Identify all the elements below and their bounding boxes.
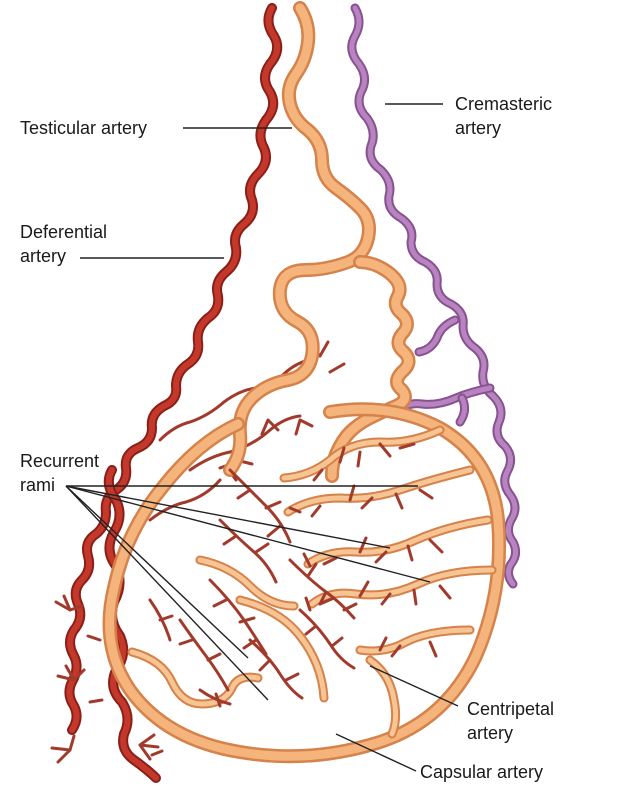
leader-centripetal bbox=[369, 665, 459, 707]
testicular-artery bbox=[102, 1, 507, 764]
label-cremasteric-artery: Cremasteric artery bbox=[455, 94, 553, 138]
label-recurrent-rami: Recurrent rami bbox=[20, 451, 100, 495]
leader-lines bbox=[65, 103, 459, 772]
label-testicular-artery: Testicular artery bbox=[20, 118, 148, 138]
centripetal-arteries bbox=[148, 425, 497, 708]
cord-branches bbox=[50, 340, 346, 764]
leader-recurrent bbox=[65, 485, 431, 701]
cremasteric-artery bbox=[347, 3, 521, 589]
label-deferential-artery: Deferential artery bbox=[20, 222, 108, 266]
leader-capsular bbox=[335, 733, 417, 772]
label-capsular-artery: Capsular artery bbox=[420, 762, 544, 782]
deferential-artery bbox=[64, 3, 283, 783]
label-centripetal-artery: Centripetal artery bbox=[467, 699, 555, 743]
